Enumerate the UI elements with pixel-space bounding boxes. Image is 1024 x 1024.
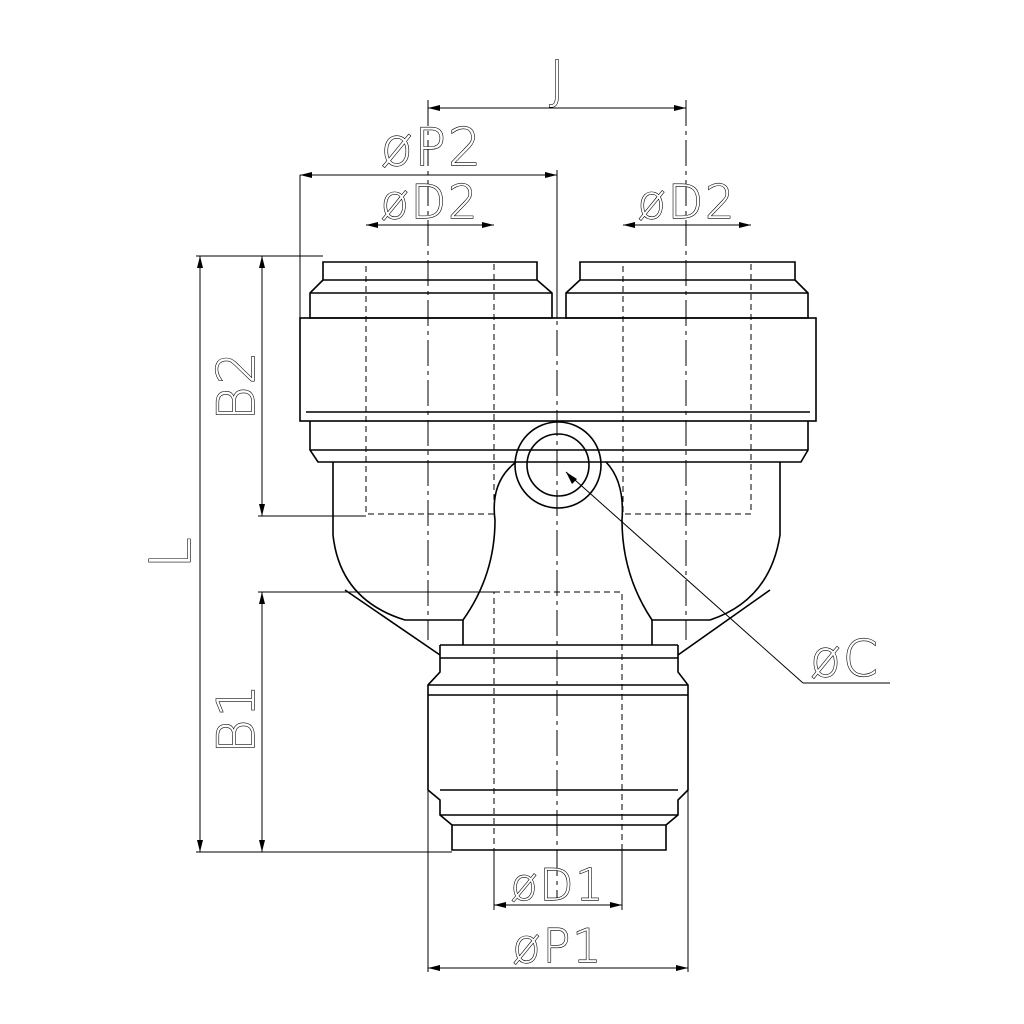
label-d1: øD1 bbox=[511, 860, 606, 911]
label-d2-right: øD2 bbox=[638, 175, 737, 229]
label-d2-left: øD2 bbox=[381, 175, 480, 229]
label-b1: B1 bbox=[207, 682, 267, 753]
label-c: øC bbox=[810, 630, 880, 688]
label-p2: øP2 bbox=[381, 118, 483, 178]
dimension-lines bbox=[196, 105, 890, 972]
fitting-body bbox=[299, 261, 817, 851]
dimension-labels: J øP2 øD2 øD2 B2 L B1 øC øD1 øP1 bbox=[138, 50, 880, 973]
label-p1: øP1 bbox=[512, 919, 603, 973]
label-l: L bbox=[139, 535, 204, 568]
mount-hole-inner bbox=[526, 433, 590, 497]
label-j: J bbox=[549, 51, 566, 111]
mount-hole-outer bbox=[514, 421, 602, 509]
hidden-bores bbox=[365, 261, 752, 851]
label-b2: B2 bbox=[207, 349, 267, 420]
